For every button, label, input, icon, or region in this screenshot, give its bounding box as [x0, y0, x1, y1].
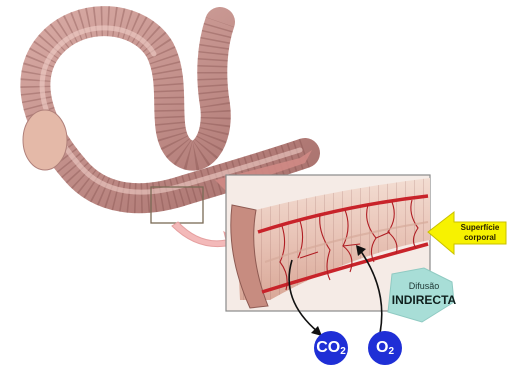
clitellum [23, 110, 67, 170]
o2-base: O [376, 339, 388, 356]
co2-subscript: 2 [340, 346, 346, 357]
earthworm [23, 21, 312, 198]
surface-arrow [428, 212, 506, 254]
diffusion-hexagon [388, 268, 454, 322]
o2-subscript: 2 [388, 346, 394, 357]
co2-label: CO2 [303, 339, 359, 357]
o2-label: O2 [365, 339, 405, 357]
co2-base: CO [316, 339, 340, 356]
